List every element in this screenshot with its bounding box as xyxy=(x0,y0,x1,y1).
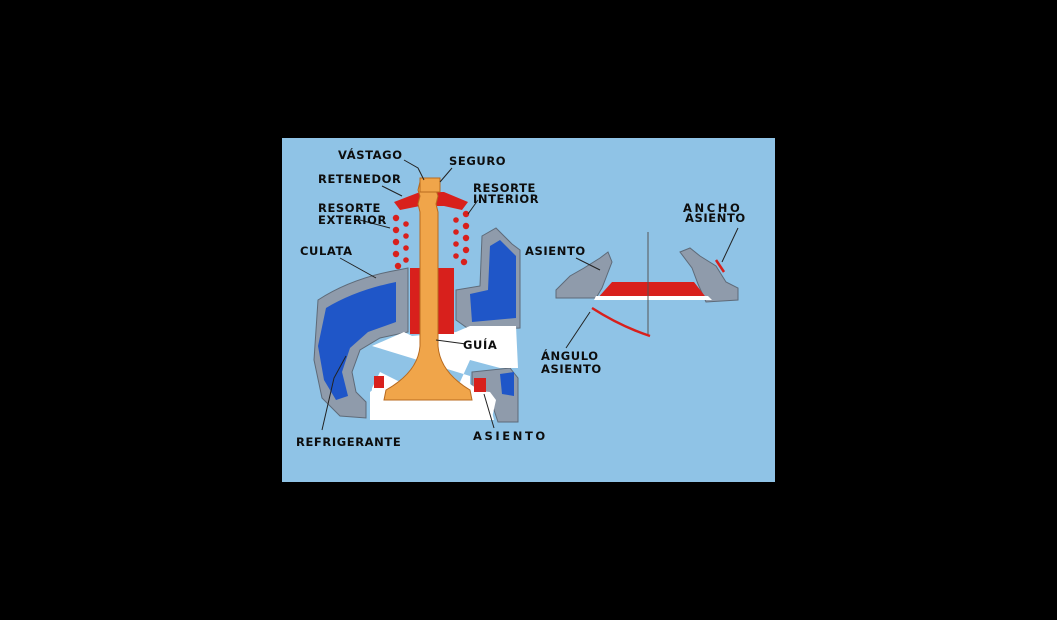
valve xyxy=(383,181,473,401)
label-asiento-right: ASIENTO xyxy=(525,244,586,258)
seat-body-left xyxy=(555,251,613,299)
seat-width-marker xyxy=(714,259,726,273)
label-culata: CULATA xyxy=(300,244,353,258)
outer-spring xyxy=(392,210,470,270)
valve-seat-left xyxy=(374,376,384,388)
label-angulo-asiento-1: ÁNGULO xyxy=(541,348,599,363)
label-refrigerante: REFRIGERANTE xyxy=(296,435,401,449)
label-guia: GUÍA xyxy=(463,337,497,352)
label-resorte-exterior-1: RESORTE xyxy=(318,201,381,215)
seat-body-right xyxy=(679,247,739,303)
inner-spring xyxy=(403,217,459,263)
leader-lines xyxy=(321,159,739,431)
valve-face-edge xyxy=(594,296,712,300)
coolant-passage-right xyxy=(470,240,516,322)
label-seguro: SEGURO xyxy=(449,154,506,168)
label-asiento-bottom: ASIENTO xyxy=(473,429,548,443)
label-vastago: VÁSTAGO xyxy=(338,147,403,162)
seat-detail xyxy=(555,232,739,338)
valve-face xyxy=(596,282,708,300)
label-angulo-asiento-2: ASIENTO xyxy=(541,362,602,376)
valve-cap xyxy=(419,177,441,193)
cylinder-head xyxy=(313,177,521,423)
seat-angle-arc xyxy=(591,306,651,338)
label-ancho-asiento-2: ASIENTO xyxy=(685,211,746,225)
coolant-passage-left xyxy=(318,282,396,400)
label-retenedor: RETENEDOR xyxy=(318,172,401,186)
valve-seat-right xyxy=(474,378,486,392)
label-resorte-interior-1: RESORTE xyxy=(473,181,536,195)
label-resorte-exterior-2: EXTERIOR xyxy=(318,213,387,227)
coolant-passage-lower xyxy=(500,372,514,396)
label-ancho-asiento-1: ANCHO xyxy=(683,201,742,215)
label-resorte-interior-2: INTERIOR xyxy=(473,192,539,206)
